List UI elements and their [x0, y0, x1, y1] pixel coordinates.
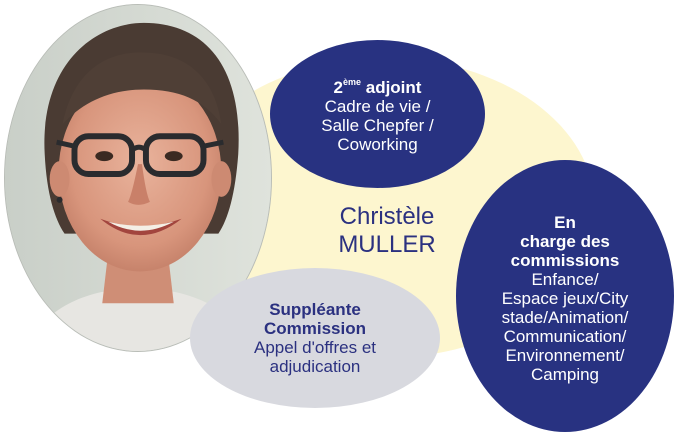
person-name: Christèle MULLER: [302, 203, 472, 259]
adjoint-line: Salle Chepfer /: [321, 116, 434, 135]
suppleante-line: Appel d'offres et: [253, 338, 376, 357]
commission-item: Espace jeux/City: [501, 288, 629, 308]
commissions-title-line: charge des: [520, 231, 610, 251]
commissions-title-line: commissions: [510, 250, 620, 270]
role-bubble-commissions: En charge des commissions Enfance/ Espac…: [456, 160, 674, 432]
suppleante-line: adjudication: [269, 357, 361, 376]
commission-item: Camping: [530, 364, 600, 384]
commissions-title-line: En: [554, 212, 576, 232]
commission-item: Enfance/: [531, 269, 599, 289]
adjoint-title: 2ème adjoint: [333, 77, 422, 98]
role-bubble-adjoint: 2ème adjoint Cadre de vie / Salle Chepfe…: [270, 40, 485, 188]
commission-item: Environnement/: [505, 345, 625, 365]
suppleante-title-line: Suppléante: [269, 300, 361, 319]
last-name: MULLER: [338, 231, 436, 258]
adjoint-line: Coworking: [337, 135, 418, 154]
first-name: Christèle: [339, 203, 435, 230]
suppleante-title-line: Commission: [263, 319, 367, 338]
commission-item: Communication/: [503, 326, 627, 346]
role-bubble-suppleante: Suppléante Commission Appel d'offres et …: [190, 268, 440, 408]
commission-item: stade/Animation/: [501, 307, 629, 327]
adjoint-line: Cadre de vie /: [324, 97, 431, 116]
